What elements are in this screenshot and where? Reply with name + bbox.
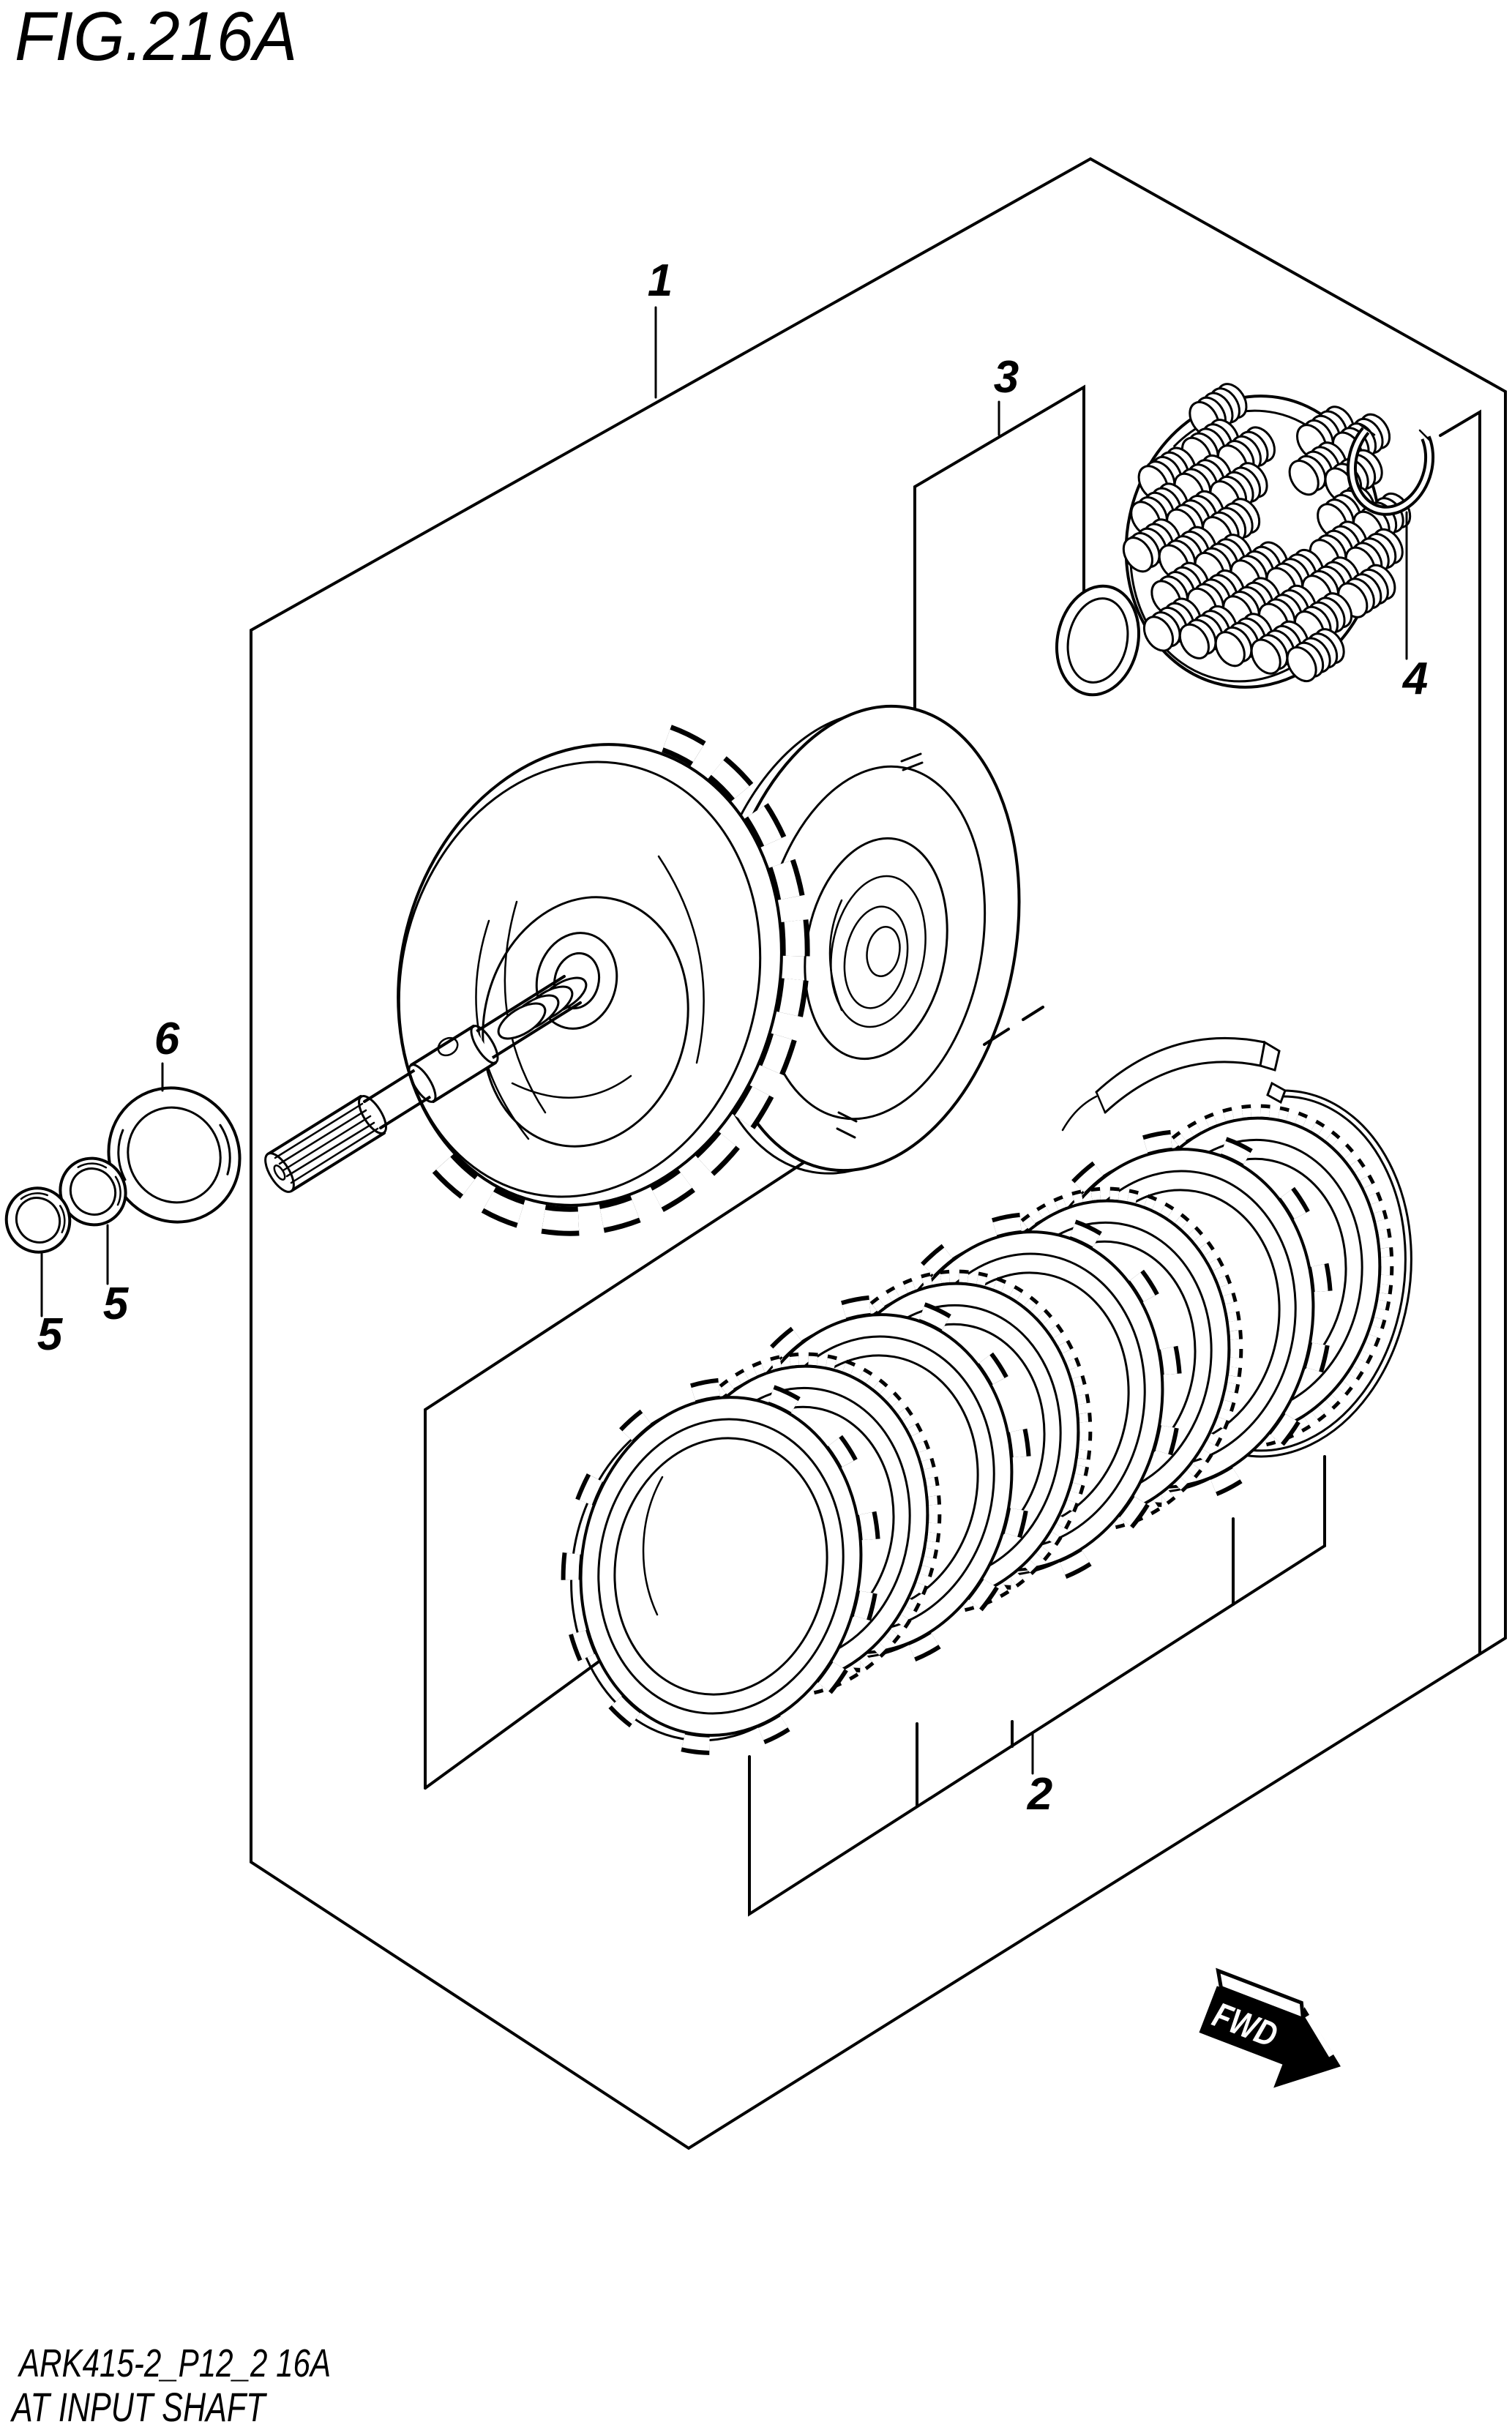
callout-6[interactable]: 6 bbox=[154, 1014, 180, 1064]
coil-spring bbox=[1202, 498, 1261, 553]
callout-1[interactable]: 1 bbox=[648, 255, 673, 306]
clutch-plate-stack bbox=[561, 1104, 1394, 1755]
footer-caption: AT INPUT SHAFT bbox=[10, 2385, 267, 2430]
footer-code: ARK415-2_P12_2 16A bbox=[17, 2341, 331, 2385]
callout-5b[interactable]: 5 bbox=[37, 1309, 64, 1360]
coil-spring bbox=[1286, 628, 1345, 683]
return-springs bbox=[1122, 383, 1412, 683]
piston-group-panel bbox=[913, 384, 1085, 796]
callout-2[interactable]: 2 bbox=[1027, 1769, 1052, 1820]
callout-3[interactable]: 3 bbox=[994, 352, 1019, 403]
callout-4[interactable]: 4 bbox=[1401, 654, 1428, 704]
seal-ring-6 bbox=[107, 1086, 242, 1224]
input-shaft bbox=[264, 975, 588, 1193]
callout-5a[interactable]: 5 bbox=[103, 1279, 130, 1329]
wave-spring-strip bbox=[1061, 1036, 1281, 1132]
snap-ring-small bbox=[1347, 423, 1435, 516]
assembly-group-box bbox=[250, 157, 1507, 2150]
plate-set-panel-dashes bbox=[983, 1006, 1044, 1046]
coil-spring bbox=[1216, 426, 1276, 481]
seal-ring-5-left bbox=[4, 1186, 72, 1254]
fwd-arrowhead-highlight bbox=[1305, 2014, 1334, 2057]
coil-spring bbox=[1293, 592, 1353, 647]
fwd-arrow: FWD bbox=[1199, 1967, 1341, 2088]
leader-lines bbox=[40, 306, 1408, 1775]
plate-set-panel-bottom bbox=[748, 1455, 1326, 1917]
coil-spring bbox=[1142, 597, 1202, 652]
coil-spring bbox=[1250, 620, 1309, 675]
o-ring-seal bbox=[1055, 584, 1141, 697]
clutch-friction-plate bbox=[561, 1377, 881, 1755]
coil-spring bbox=[1301, 556, 1361, 611]
clutch-drum bbox=[397, 725, 810, 1236]
figure-title: FIG.216A bbox=[15, 0, 297, 75]
coil-spring bbox=[1122, 518, 1181, 573]
